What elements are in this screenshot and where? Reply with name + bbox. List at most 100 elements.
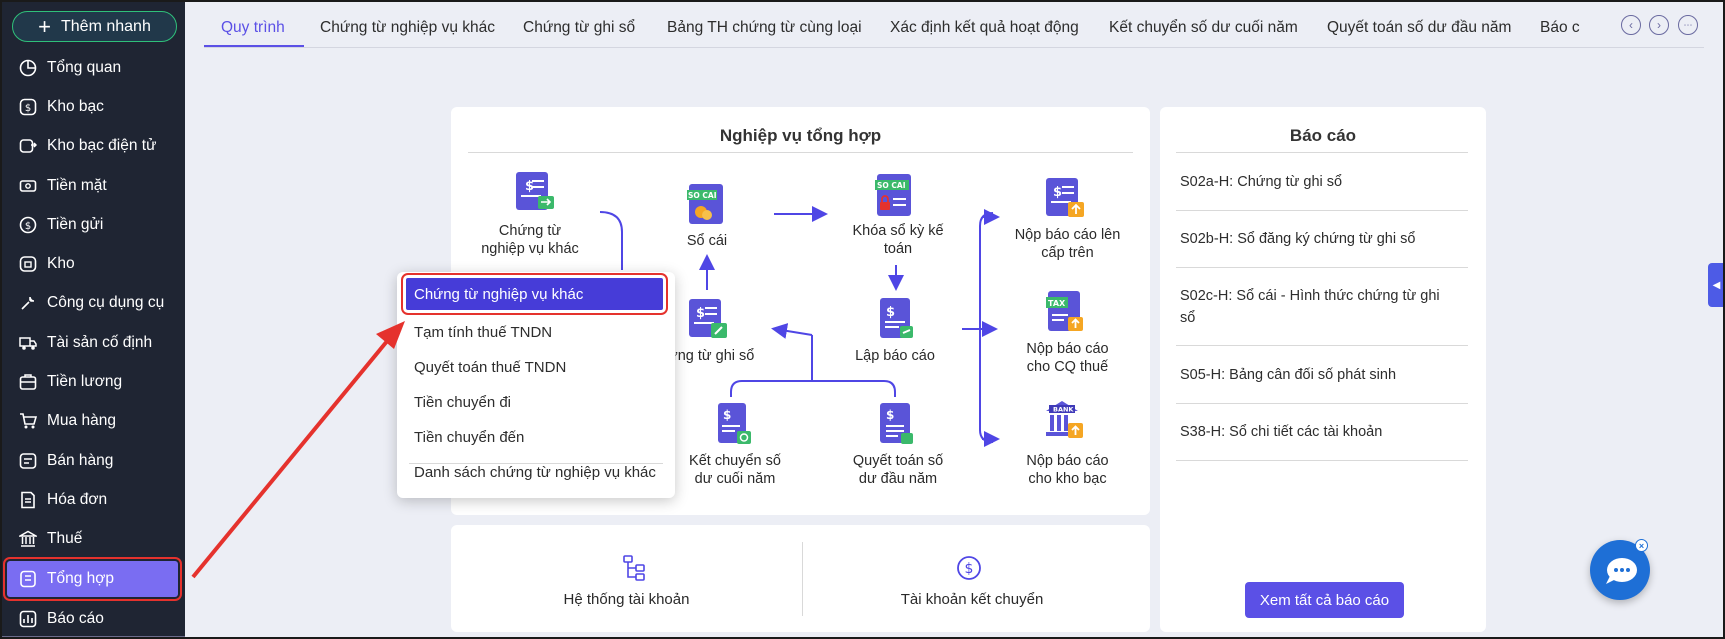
accounts-panel: [451, 525, 1150, 632]
reports-divider: [1176, 345, 1468, 346]
accounts-system-label: Hệ thống tài khoản: [563, 591, 690, 608]
tab-quyet-toan[interactable]: Quyết toán số dư đầu năm: [1327, 19, 1512, 36]
accounts-system-card[interactable]: Hệ thống tài khoản: [451, 525, 802, 632]
report-line: sổ: [1180, 310, 1196, 326]
report-item-s38[interactable]: S38-H: Sổ chi tiết các tài khoản: [1180, 424, 1383, 440]
workflow-title: Nghiệp vụ tổng hợp: [719, 126, 882, 145]
deposit-icon: $: [18, 215, 38, 235]
collapse-panel-icon[interactable]: ◀: [1708, 263, 1725, 307]
tab-more-icon[interactable]: ⋯: [1678, 15, 1698, 35]
node-line: Nộp báo cáo: [1026, 341, 1109, 357]
report-item-s02b[interactable]: S02b-H: Sổ đăng ký chứng từ ghi sổ: [1180, 231, 1416, 247]
sidebar-item-bao-cao[interactable]: Báo cáo: [0, 599, 185, 638]
tab-bao-cao[interactable]: Báo c: [1540, 19, 1580, 36]
summary-icon: [18, 569, 38, 589]
node-so-cai[interactable]: Sổ cái: [686, 233, 728, 249]
tab-chung-tu-nvk[interactable]: Chứng từ nghiệp vụ khác: [320, 19, 495, 36]
sidebar-item-cong-cu[interactable]: Công cụ dụng cụ: [0, 284, 185, 323]
voucher-ledger-icon: $: [689, 299, 727, 338]
sidebar-item-thue[interactable]: Thuế: [0, 520, 185, 559]
salary-icon: [18, 372, 38, 392]
report-item-s02a[interactable]: S02a-H: Chứng từ ghi sổ: [1180, 174, 1343, 190]
tab-prev-icon[interactable]: ‹: [1621, 15, 1641, 35]
chat-button[interactable]: [1590, 540, 1650, 600]
svg-text:$: $: [965, 561, 974, 577]
sidebar-item-tien-mat[interactable]: Tiền mặt: [0, 166, 185, 205]
node-line: toán: [883, 241, 913, 257]
node-line: cấp trên: [1041, 245, 1094, 261]
cash-icon: [18, 176, 38, 196]
transfer-accounts-card[interactable]: $ Tài khoản kết chuyển: [802, 525, 1150, 632]
truck-icon: [18, 333, 38, 353]
sidebar-item-label: Kho: [47, 255, 75, 273]
sidebar-item-label: Bán hàng: [47, 451, 114, 469]
close-chat-icon[interactable]: ×: [1635, 539, 1648, 552]
node-lap-bao-cao[interactable]: Lập báo cáo: [855, 348, 935, 364]
sidebar-item-label: Công cụ dụng cụ: [47, 294, 165, 312]
tab-next-icon[interactable]: ›: [1649, 15, 1669, 35]
dropdown-item-chung-tu-nvk[interactable]: Chứng từ nghiệp vụ khác: [401, 273, 668, 315]
sidebar-item-tien-gui[interactable]: $ Tiền gửi: [0, 205, 185, 244]
workflow-divider: [468, 152, 1133, 153]
sidebar-item-tai-san[interactable]: Tài sản cố định: [0, 323, 185, 362]
account-tree-icon: [623, 555, 645, 581]
tab-xac-dinh-kq[interactable]: Xác định kết quả hoạt động: [890, 19, 1079, 36]
see-all-reports-button[interactable]: Xem tất cả báo cáo: [1245, 582, 1404, 618]
tab-quy-trinh[interactable]: Quy trình: [221, 19, 285, 36]
dropdown-item-quyet-toan-thue[interactable]: Quyết toán thuế TNDN: [414, 359, 567, 376]
svg-text:$: $: [696, 306, 705, 321]
sidebar-item-label: Thuế: [47, 530, 83, 548]
reports-divider: [1176, 210, 1468, 211]
active-tab-indicator: [204, 45, 304, 47]
ledger-badge: SO CAI: [688, 191, 717, 200]
e-treasury-icon: [18, 136, 38, 156]
invoice-icon: [18, 490, 38, 510]
other-vouchers-dropdown: Chứng từ nghiệp vụ khác Tạm tính thuế TN…: [397, 272, 675, 498]
quick-add-button[interactable]: + Thêm nhanh: [12, 11, 177, 42]
sidebar-item-tong-hop[interactable]: Tổng hợp: [3, 556, 182, 601]
tab-bang-th[interactable]: Bảng TH chứng từ cùng loại: [667, 19, 862, 36]
sidebar-item-kho-bac-dien-tu[interactable]: Kho bạc điện tử: [0, 127, 185, 166]
sidebar-item-mua-hang[interactable]: Mua hàng: [0, 402, 185, 441]
reports-divider: [1176, 460, 1468, 461]
sidebar: + Thêm nhanh Tổng quan $ Kho bạc Kho bạc…: [0, 0, 185, 639]
tax-report-icon: TAX: [1046, 291, 1083, 331]
opening-balance-icon: $: [880, 403, 913, 444]
create-report-icon: $: [880, 298, 913, 338]
tab-ket-chuyen[interactable]: Kết chuyển số dư cuối năm: [1109, 19, 1298, 36]
ledger-badge: SO CAI: [877, 181, 906, 190]
dropdown-item-tien-chuyen-di[interactable]: Tiền chuyển đi: [414, 394, 512, 411]
sidebar-item-tien-luong[interactable]: Tiền lương: [0, 362, 185, 401]
sidebar-item-ban-hang[interactable]: Bán hàng: [0, 441, 185, 480]
dropdown-item-tam-tinh-thue[interactable]: Tạm tính thuế TNDN: [414, 324, 553, 341]
node-label: Khóa sổ kỳ kế toán: [828, 222, 968, 258]
svg-text:$: $: [886, 305, 895, 320]
node-line: cho CQ thuế: [1026, 359, 1109, 375]
node-line: dư cuối năm: [694, 471, 776, 487]
svg-text:$: $: [525, 179, 534, 194]
pie-chart-icon: [18, 58, 38, 78]
bank-badge: BANK: [1053, 406, 1074, 414]
sidebar-item-hoa-don[interactable]: Hóa đơn: [0, 480, 185, 519]
svg-text:$: $: [886, 408, 894, 422]
sidebar-item-kho[interactable]: Kho: [0, 244, 185, 283]
sidebar-item-kho-bac[interactable]: $ Kho bạc: [0, 87, 185, 126]
dropdown-item-tien-chuyen-den[interactable]: Tiền chuyển đến: [414, 429, 525, 446]
dollar-circle-icon: $: [957, 556, 981, 580]
sidebar-item-label: Tổng quan: [47, 58, 122, 76]
tab-chung-tu-ghi-so[interactable]: Chứng từ ghi sổ: [523, 19, 636, 36]
sales-icon: [18, 451, 38, 471]
reports-title: Báo cáo: [1289, 126, 1357, 145]
node-line: Khóa sổ kỳ kế: [852, 223, 944, 239]
report-item-s05[interactable]: S05-H: Bảng cân đối số phát sinh: [1180, 367, 1397, 383]
reports-divider: [1176, 403, 1468, 404]
dropdown-divider: [409, 463, 663, 464]
sidebar-item-tong-quan[interactable]: Tổng quan: [0, 48, 185, 87]
dropdown-item-danh-sach[interactable]: Danh sách chứng từ nghiệp vụ khác: [414, 464, 656, 481]
accounts-divider: [802, 542, 803, 616]
node-chung-tu-ghi-so[interactable]: ứng từ ghi sổ: [668, 348, 755, 364]
